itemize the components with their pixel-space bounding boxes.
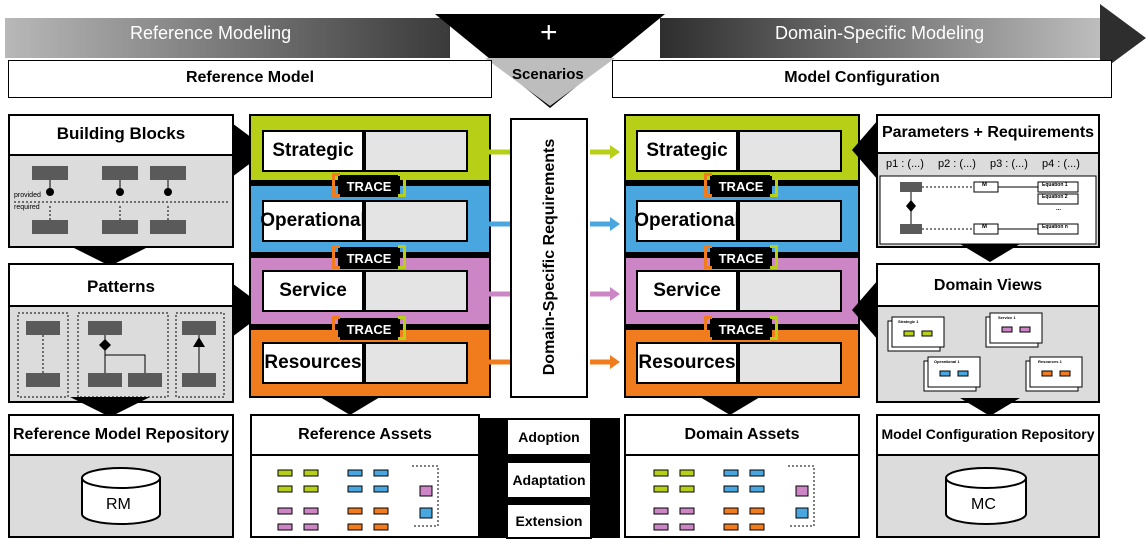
dom-operational-label: Operational [634,200,740,242]
lane-flow-arrows [480,145,620,369]
provided-label: provided [14,192,41,199]
trace-label: TRACE [346,321,392,337]
params-views-connector [960,244,1020,262]
extension-button: Extension [506,503,592,539]
trace-label: TRACE [346,178,392,194]
rm-label: RM [106,496,131,513]
banner-right-label: Domain-Specific Modeling [775,23,985,43]
ref-service-mini-diagram [364,270,468,312]
reference-model-header: Reference Model [8,60,492,98]
dom-trace-2: TRACE [704,245,778,269]
domain-assets-canvas [626,454,858,536]
reference-model-repository-title: Reference Model Repository [12,426,230,443]
model-configuration-repository-title: Model Configuration Repository [881,426,1095,442]
dom-trace-3: TRACE [704,316,778,340]
trace-label: TRACE [718,321,764,337]
parameters-canvas: p1 : (...) p2 : (...) p3 : (...) p4 : (.… [878,152,1098,246]
required-label: required [14,204,40,211]
banner-left-label: Reference Modeling [130,23,292,43]
model-configuration-header: Model Configuration [612,60,1112,98]
ref-strategic-mini-diagram [364,130,468,172]
dom-operational-mini-diagram [738,200,842,242]
domain-specific-requirements-box: Domain-Specific Requirements [510,118,588,398]
equation-2: Equation 2 [1042,194,1068,200]
repo-connector [70,397,150,417]
param-p4: p4 : (...) [1042,158,1080,170]
rm-database-icon [81,467,161,525]
ref-operational-label: Operational [260,200,366,242]
patterns-panel: Patterns [8,263,234,403]
ref-repo-canvas: RM [10,454,232,536]
trace-label: TRACE [346,250,392,266]
parameters-requirements-panel: Parameters + Requirements p1 : (...) p2 … [876,114,1100,248]
reference-assets-title: Reference Assets [298,426,432,443]
scenarios-label: Scenarios [512,66,584,83]
param-p1: p1 : (...) [886,158,924,170]
reference-assets-panel: Reference Assets [250,414,480,538]
m-label-2: M [982,224,987,230]
equation-dots: ... [1056,206,1062,212]
model-configuration-repository-panel: Model Configuration Repository MC [876,414,1100,538]
ref-trace-2: TRACE [332,245,406,269]
m-label-1: M [982,182,987,188]
view-strategic-1: Strategic 1 [898,319,919,324]
ref-operational-mini-diagram [364,200,468,242]
parameters-requirements-title: Parameters + Requirements [881,124,1095,141]
domain-assets-title: Domain Assets [684,426,800,443]
dom-assets-connector [700,397,760,415]
ref-strategic-label: Strategic [262,130,364,172]
building-blocks-panel: Building Blocks provided required [8,114,234,248]
dom-strategic-mini-diagram [738,130,842,172]
view-service-1: Service 1 [998,315,1016,320]
reference-assets-canvas [252,454,478,536]
view-operational-1: Operational 1 [934,359,960,364]
dom-trace-1: TRACE [704,173,778,197]
dom-service-label: Service [636,270,738,312]
reference-model-repository-panel: Reference Model Repository RM [8,414,234,538]
left-connectors [70,120,260,340]
building-blocks-title: Building Blocks [56,124,186,143]
ref-trace-1: TRACE [332,173,406,197]
ref-assets-connector [320,397,380,415]
dom-resources-mini-diagram [738,342,842,384]
domain-views-canvas: Strategic 1 Service 1 Operational 1 Reso… [878,305,1098,401]
reference-model-label: Reference Model [185,69,315,86]
building-blocks-canvas: provided required [10,154,232,246]
mc-label: MC [971,496,996,513]
param-p3: p3 : (...) [990,158,1028,170]
right-connectors [852,120,878,340]
ref-trace-3: TRACE [332,316,406,340]
dom-resources-label: Resources [636,342,738,384]
banner-plus: + [540,16,558,49]
domain-assets-panel: Domain Assets [624,414,860,538]
ref-service-label: Service [262,270,364,312]
mc-database-icon [945,467,1027,525]
patterns-canvas [10,305,232,401]
domain-views-title: Domain Views [933,277,1043,294]
adoption-button: Adoption [506,418,592,456]
ref-resources-mini-diagram [364,342,468,384]
equation-n: Equation n [1042,224,1068,230]
dom-strategic-label: Strategic [636,130,738,172]
banner-arrow [5,4,1146,108]
equation-1: Equation 1 [1042,182,1068,188]
model-configuration-label: Model Configuration [784,69,940,86]
param-p2: p2 : (...) [938,158,976,170]
view-resources-1: Resources 1 [1038,359,1062,364]
adaptation-button: Adaptation [506,461,592,499]
dom-service-mini-diagram [738,270,842,312]
ref-resources-label: Resources [262,342,364,384]
mc-repo-canvas: MC [878,454,1098,536]
views-repo-connector [960,398,1020,416]
patterns-title: Patterns [86,277,156,296]
domain-views-panel: Domain Views Strategic 1 Service 1 Opera… [876,263,1100,403]
trace-label: TRACE [718,178,764,194]
trace-label: TRACE [718,250,764,266]
